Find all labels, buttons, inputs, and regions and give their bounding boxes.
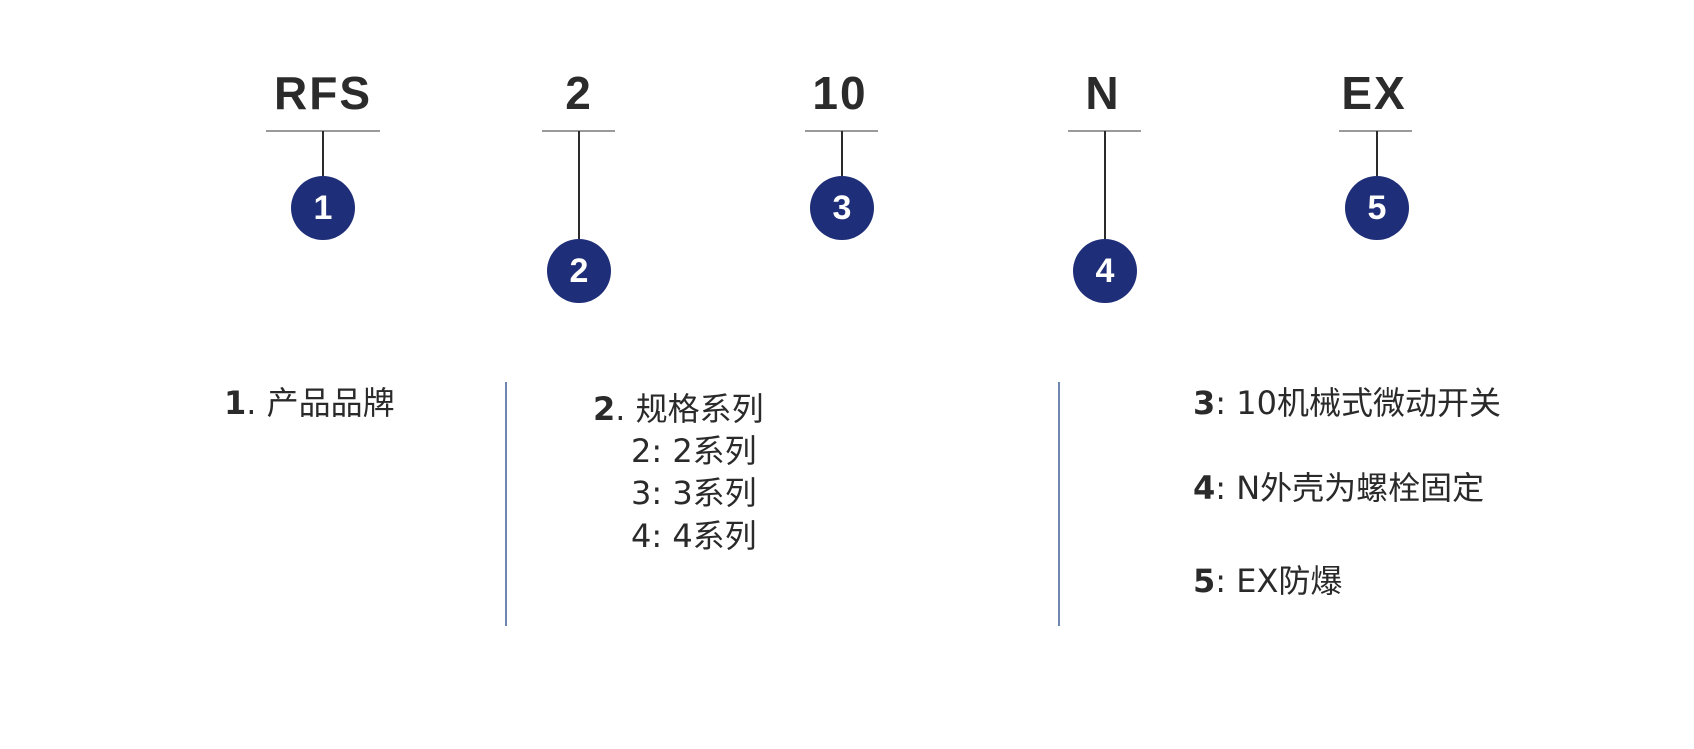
description-text: N外壳为螺栓固定: [1236, 469, 1485, 507]
connector-line-4: [1104, 131, 1106, 239]
description-number: 4: [1193, 469, 1216, 507]
description-series: 2. 规格系列: [593, 388, 764, 430]
marker-1: 1: [291, 176, 355, 240]
description-brand: 1. 产品品牌: [224, 382, 395, 424]
connector-line-3: [841, 131, 843, 176]
connector-line-2: [578, 131, 580, 239]
description-text: 规格系列: [635, 390, 764, 428]
marker-3: 3: [810, 176, 874, 240]
column-divider-2: [1058, 382, 1060, 626]
column-divider-1: [505, 382, 507, 626]
code-segment-series: 2: [565, 67, 593, 119]
description-housing: 4: N外壳为螺栓固定: [1193, 467, 1484, 509]
description-number: 3: [1193, 384, 1216, 422]
marker-2: 2: [547, 239, 611, 303]
underline-5: [1339, 130, 1412, 132]
series-option: 4: 4系列: [631, 517, 757, 555]
marker-4: 4: [1073, 239, 1137, 303]
description-separator: :: [1215, 562, 1237, 600]
code-segment-switch: 10: [812, 67, 868, 119]
description-separator: :: [1215, 469, 1237, 507]
description-separator: .: [246, 384, 267, 422]
description-number: 1: [224, 384, 247, 422]
description-text: 产品品牌: [266, 384, 395, 422]
description-text: EX防爆: [1236, 562, 1343, 600]
description-number: 2: [593, 390, 616, 428]
description-separator: :: [1215, 384, 1237, 422]
description-text: 10机械式微动开关: [1236, 384, 1501, 422]
description-explosion-proof: 5: EX防爆: [1193, 560, 1342, 602]
description-separator: .: [615, 390, 636, 428]
code-segment-rfs: RFS: [274, 67, 372, 119]
description-switch: 3: 10机械式微动开关: [1193, 382, 1501, 424]
connector-line-1: [322, 131, 324, 176]
marker-5: 5: [1345, 176, 1409, 240]
series-option: 3: 3系列: [631, 474, 757, 512]
description-number: 5: [1193, 562, 1216, 600]
connector-line-5: [1376, 131, 1378, 176]
code-segment-explosion-proof: EX: [1341, 67, 1407, 119]
code-segment-housing: N: [1085, 67, 1121, 119]
series-option: 2: 2系列: [631, 432, 757, 470]
